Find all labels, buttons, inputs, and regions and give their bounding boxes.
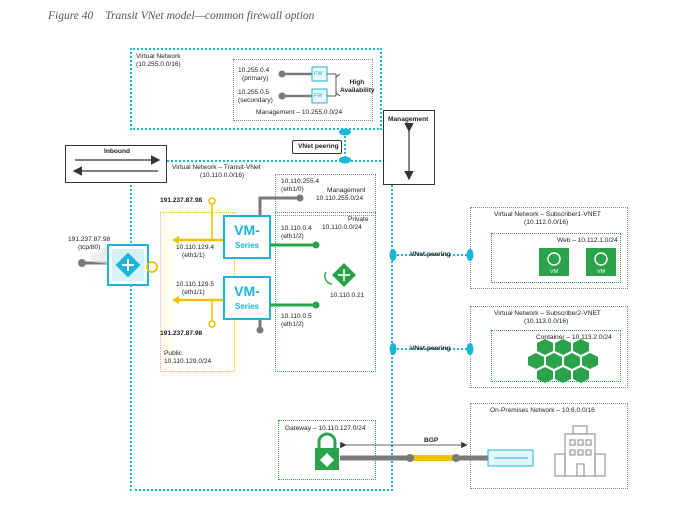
vnet-peering-mgmt-label: VNet peering xyxy=(298,143,339,150)
public-ip-top: 191.237.87.98 xyxy=(160,197,203,204)
subscriber1-subnet: Web – 10.112.1.0/24 xyxy=(557,237,618,244)
gateway-subnet-box xyxy=(278,420,376,480)
fw-label-1: FW xyxy=(314,71,323,77)
vm2-label: VM xyxy=(596,269,606,275)
inbound-box xyxy=(65,145,167,183)
transit-vnet-cidr: (10.110.0.0/16) xyxy=(200,172,245,179)
subscriber1-vnet-box xyxy=(470,207,628,289)
transit-vnet-box xyxy=(130,160,393,491)
vm-series-2-icon xyxy=(223,276,271,320)
mgmt-primary-ip: 10.255.0.4 xyxy=(238,67,270,74)
vm-series-1-icon xyxy=(223,215,271,259)
subscriber2-subnet-box xyxy=(491,330,621,382)
transit-mgmt-subnet-label: Management xyxy=(327,187,366,194)
private-cidr: 10.110.0.0/24 xyxy=(322,224,362,231)
fw2-public-ip: 10.110.129.5 xyxy=(176,281,215,288)
management-label: Management xyxy=(388,116,429,123)
mgmt-subnet-label: Management – 10.255.0.0/24 xyxy=(256,109,343,116)
vm1-label: VM xyxy=(549,269,559,275)
mgmt-secondary-ip: 10.255.0.5 xyxy=(238,89,270,96)
vm-series-2-label: VM-Series xyxy=(234,283,260,311)
fw1-private-ip: 10.110.0.4 xyxy=(281,225,312,232)
building-icon xyxy=(554,425,606,477)
subscriber2-subnet: Container – 10.113.2.0/24 xyxy=(536,334,612,341)
subscriber2-cidr: (10.113.0.0/16) xyxy=(524,318,569,325)
inbound-label: Inbound xyxy=(104,148,130,155)
transit-vnet-title: Virtual Network – Transit-VNet xyxy=(172,164,261,171)
fw1-public-if: (eth1/1) xyxy=(182,252,205,259)
gateway-lock-icon xyxy=(315,432,339,470)
fw2-public-if: (eth1/1) xyxy=(182,289,205,296)
figure-number: Figure 40 xyxy=(48,10,94,22)
onprem-title: On-Premises Network – 10.6.0.0/16 xyxy=(490,407,595,414)
bgp-label: BGP xyxy=(424,437,439,444)
fw2-private-if: (eth1/2) xyxy=(281,321,304,328)
gateway-subnet-label: Gateway – 10.110.127.0/24 xyxy=(285,425,366,432)
subscriber2-title: Virtual Network – Subscriber2-VNET xyxy=(494,310,601,317)
subscriber1-subnet-box xyxy=(491,233,621,283)
fw-label-2: FW xyxy=(314,93,323,99)
mgmt-secondary-label: (secondary) xyxy=(238,97,273,104)
mgmt-vnet-title: Virtual Network xyxy=(136,53,181,60)
vm-series-1-label: VM-Series xyxy=(234,222,260,250)
private-subnet-box xyxy=(275,212,376,372)
fw1-public-ip: 10.110.129.4 xyxy=(176,244,215,251)
subscriber1-cidr: (10.112.0.0/16) xyxy=(524,219,569,226)
container-cluster-icon xyxy=(528,339,598,383)
mgmt-vnet-cidr: (10.255.0.0/16) xyxy=(136,61,181,68)
external-lb-port: (tcp/80) xyxy=(78,244,101,251)
transit-mgmt-ip: 10.110.255.4 xyxy=(281,178,320,185)
vnet-peering-1-label: VNet peering xyxy=(410,251,451,258)
transit-mgmt-subnet-box xyxy=(275,174,376,216)
transit-mgmt-subnet: 10.110.255.0/24 xyxy=(316,195,364,202)
mgmt-vnet-box xyxy=(130,48,382,130)
public-label: Public xyxy=(164,350,182,357)
fw2-private-ip: 10.110.0.5 xyxy=(281,313,312,320)
vm-icon-2 xyxy=(586,248,616,276)
internal-lb-ip: 10.110.0.21 xyxy=(330,292,365,299)
figure-caption: Figure 40 Transit VNet model—common firew… xyxy=(48,10,314,22)
mgmt-subnet-box xyxy=(233,59,373,121)
onprem-box xyxy=(470,403,628,489)
vnet-peering-mgmt-badge xyxy=(292,140,342,154)
transit-mgmt-if: (eth1/0) xyxy=(281,186,304,193)
subscriber1-title: Virtual Network – Subscriber1-VNET xyxy=(494,211,601,218)
internal-lb-icon xyxy=(332,263,356,287)
fw1-private-if: (eth1/2) xyxy=(281,233,304,240)
public-cidr: 10.110.129.0/24 xyxy=(164,358,212,365)
ha-label: High Availability xyxy=(340,79,375,94)
vm-icon-1 xyxy=(539,248,569,276)
private-label: Private xyxy=(348,216,369,223)
mgmt-primary-label: (primary) xyxy=(242,75,269,82)
external-lb-ip: 191.237.87.98 xyxy=(68,236,111,243)
figure-title: Transit VNet model—common firewall optio… xyxy=(105,10,315,22)
public-ip-bottom: 191.237.87.98 xyxy=(160,330,203,337)
vnet-peering-2-label: VNet peering xyxy=(410,345,451,352)
